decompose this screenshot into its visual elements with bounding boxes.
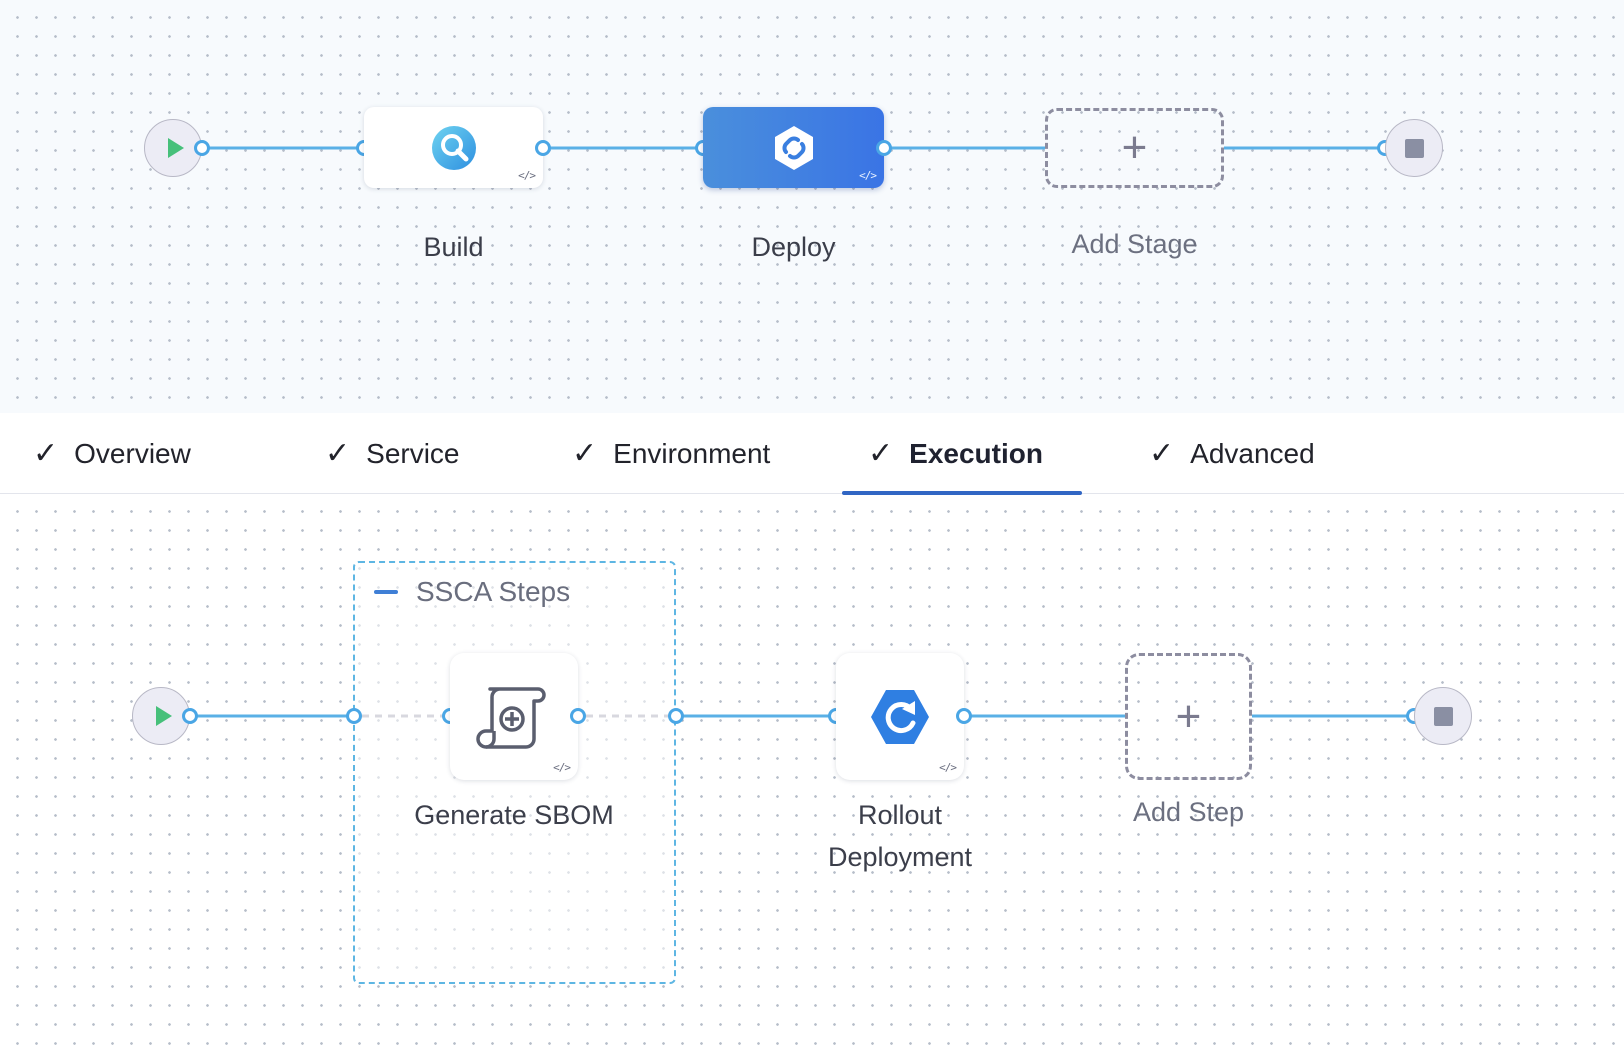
- execution-start-node: [132, 687, 190, 745]
- step-group-title[interactable]: SSCA Steps: [374, 576, 570, 608]
- check-icon: ✓: [868, 437, 894, 470]
- port: [194, 140, 210, 156]
- pipeline-end-node: [1385, 119, 1443, 177]
- deploy-link-icon: [774, 125, 813, 170]
- stage-tabs: [0, 413, 1624, 494]
- tab-advanced[interactable]: ✓ Advanced: [1149, 437, 1315, 470]
- rollout-refresh-icon: [871, 689, 929, 744]
- stage-deploy-label: Deploy: [751, 232, 836, 262]
- sbom-scroll-icon: [476, 686, 546, 749]
- collapse-icon[interactable]: [374, 590, 398, 594]
- yaml-code-icon[interactable]: </>: [518, 169, 536, 182]
- check-icon: ✓: [572, 437, 598, 470]
- check-icon: ✓: [33, 437, 59, 470]
- yaml-code-icon[interactable]: </>: [939, 761, 957, 774]
- play-icon: [155, 706, 172, 726]
- add-step-label: Add Step: [1132, 797, 1245, 827]
- tab-overview[interactable]: ✓ Overview: [33, 437, 191, 470]
- stage-build-card[interactable]: </>: [364, 107, 543, 188]
- step-generate-sbom-label: Generate SBOM: [414, 800, 614, 830]
- plus-icon: +: [1175, 691, 1202, 741]
- execution-end-node: [1414, 687, 1472, 745]
- execution-canvas: [0, 494, 1624, 1048]
- port: [570, 708, 586, 724]
- active-tab-indicator: [842, 491, 1082, 495]
- tab-service[interactable]: ✓ Service: [325, 437, 460, 470]
- port: [668, 708, 684, 724]
- tab-environment[interactable]: ✓ Environment: [572, 437, 771, 470]
- tab-execution[interactable]: ✓ Execution: [868, 437, 1043, 470]
- check-icon: ✓: [1149, 437, 1175, 470]
- yaml-code-icon[interactable]: </>: [859, 169, 877, 182]
- port: [346, 708, 362, 724]
- step-rollout-deployment-label: Rollout Deployment: [827, 800, 973, 872]
- port: [535, 140, 551, 156]
- stop-icon: [1404, 138, 1424, 158]
- add-stage-button[interactable]: +: [1045, 108, 1224, 188]
- stage-build-label: Build: [423, 232, 484, 262]
- build-search-icon: [431, 125, 476, 170]
- step-rollout-deployment-card[interactable]: </>: [836, 653, 964, 780]
- play-icon: [167, 138, 184, 158]
- stop-icon: [1433, 706, 1453, 726]
- add-stage-label: Add Stage: [1071, 229, 1198, 259]
- check-icon: ✓: [325, 437, 351, 470]
- pipeline-canvas: [0, 0, 1624, 413]
- step-generate-sbom-card[interactable]: </>: [450, 653, 578, 780]
- port: [182, 708, 198, 724]
- plus-icon: +: [1121, 123, 1148, 172]
- port: [876, 140, 892, 156]
- port: [956, 708, 972, 724]
- add-step-button[interactable]: +: [1125, 653, 1252, 780]
- yaml-code-icon[interactable]: </>: [553, 761, 571, 774]
- stage-deploy-card[interactable]: </>: [703, 107, 884, 188]
